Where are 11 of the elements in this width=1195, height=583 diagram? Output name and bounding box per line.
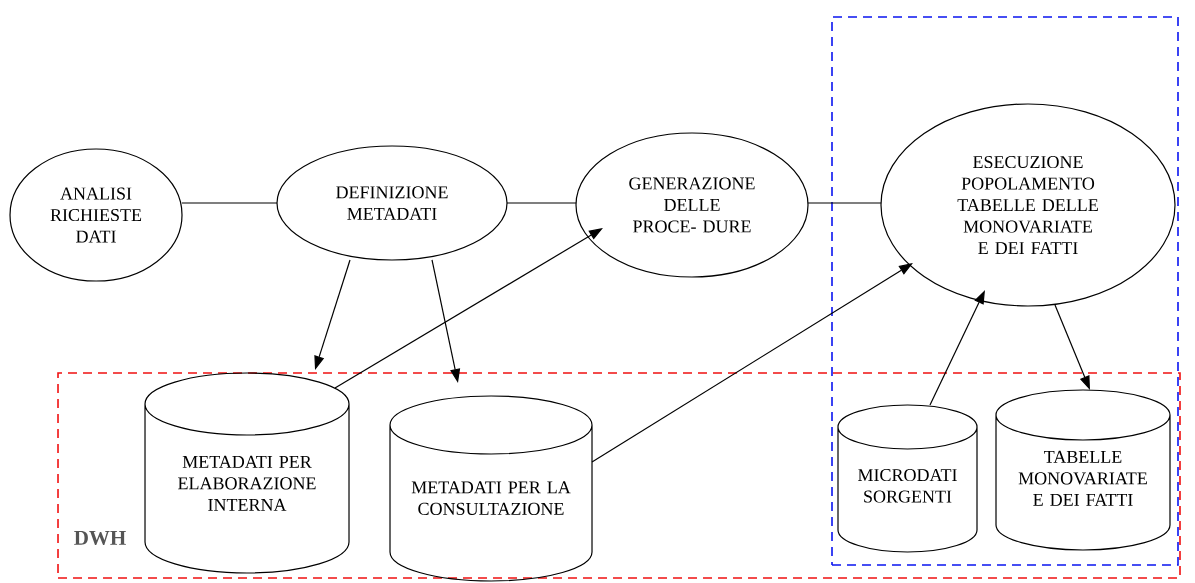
arrow: [591, 263, 913, 463]
dashed-region: [831, 16, 1179, 566]
connector-line: [181, 202, 278, 204]
group-label: DWH: [74, 530, 126, 545]
database-cylinder: MICRODATI SORGENTI: [837, 404, 978, 553]
database-cylinder: METADATI PER LA CONSULTAZIONE: [389, 395, 593, 582]
connector-line: [506, 202, 577, 204]
connector-line: [807, 202, 882, 204]
arrow: [334, 228, 603, 389]
database-cylinder: METADATI PER ELABORAZIONE INTERNA: [144, 372, 350, 574]
database-cylinder: TABELLE MONOVARIATE E DEI FATTI: [995, 389, 1171, 551]
